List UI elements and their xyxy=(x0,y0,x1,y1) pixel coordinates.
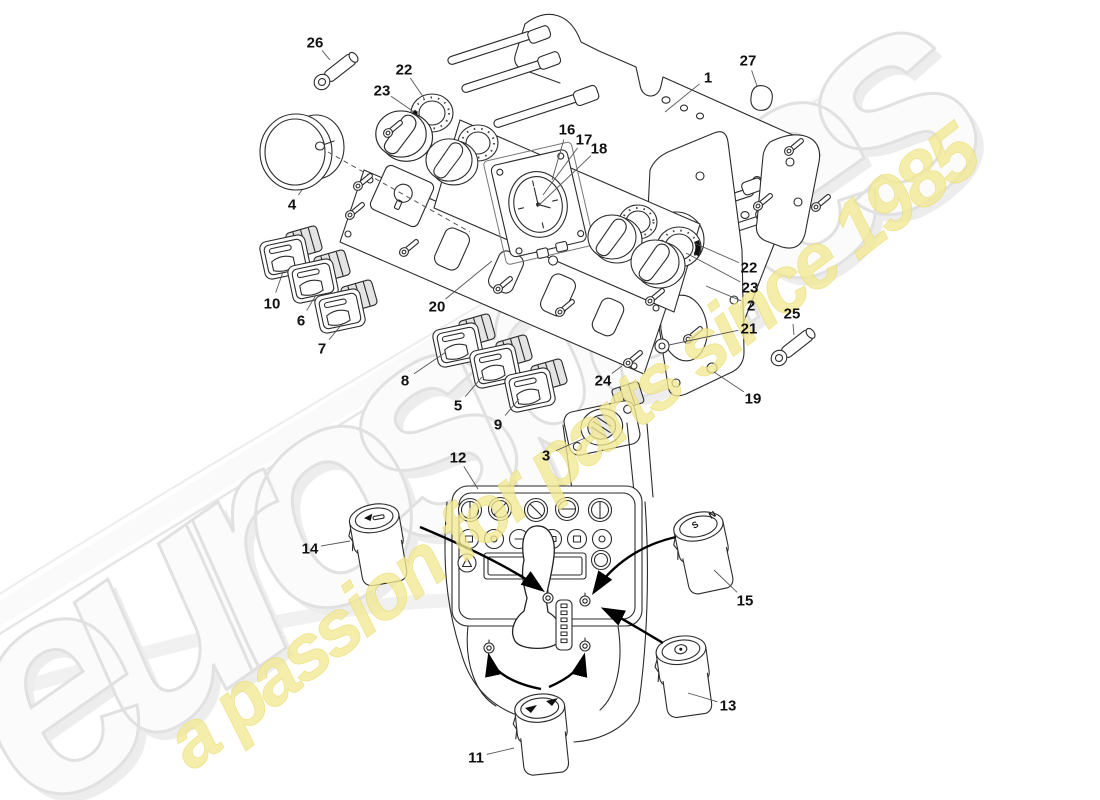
console-knob-row xyxy=(457,496,613,523)
part-callout-22: 22 xyxy=(741,260,758,277)
part-callout-22: 22 xyxy=(396,62,413,79)
leader-line-part-15 xyxy=(713,569,738,593)
leader-line-part-17 xyxy=(542,147,578,196)
part-16-17-18-clock xyxy=(483,141,595,266)
part-callout-9: 9 xyxy=(494,417,502,434)
leader-line-part-22 xyxy=(693,242,740,264)
part-callout-27: 27 xyxy=(740,53,757,70)
part-callout-17: 17 xyxy=(576,132,593,149)
part-callout-21: 21 xyxy=(741,321,758,338)
part-callout-11: 11 xyxy=(468,750,484,767)
leader-line-part-18 xyxy=(536,155,592,208)
leader-line-part-16 xyxy=(551,139,565,181)
part-27-cap xyxy=(750,85,773,111)
leader-line-part-23 xyxy=(390,95,415,113)
part-15-switch xyxy=(667,507,738,598)
mirror-adjust-icon xyxy=(363,513,385,521)
leader-line-part-26 xyxy=(321,50,331,61)
window-switch-icons xyxy=(525,698,558,713)
part-2-front-panel xyxy=(647,131,745,397)
part-callout-8: 8 xyxy=(401,373,409,390)
leader-line-part-27 xyxy=(751,70,758,87)
part-callout-10: 10 xyxy=(264,296,281,313)
part-callout-16: 16 xyxy=(559,122,576,139)
part-20-gasket xyxy=(339,164,669,375)
leader-line-part-20 xyxy=(445,260,493,300)
fitment-arrows xyxy=(419,525,677,691)
part-1-right-bracket xyxy=(755,134,821,249)
part-3-socket xyxy=(563,381,645,456)
leader-line-part-14 xyxy=(320,540,351,547)
leader-line-part-8 xyxy=(413,351,447,375)
traction-icon xyxy=(674,644,688,655)
leader-line-part-24 xyxy=(611,365,623,374)
leader-line-part-13 xyxy=(687,692,718,703)
part-callout-23: 23 xyxy=(374,83,391,100)
normal-mode-label: N xyxy=(707,509,718,521)
leader-line-part-25 xyxy=(792,323,795,336)
part-number-callouts: 2622231274161718106720859324122223221251… xyxy=(264,35,801,767)
leader-line-part-23 xyxy=(685,252,741,283)
leader-line-part-7 xyxy=(328,322,344,340)
leader-line-part-3 xyxy=(555,437,586,452)
part-callout-18: 18 xyxy=(591,141,608,158)
part-callout-20: 20 xyxy=(429,299,446,316)
part-callout-12: 12 xyxy=(450,450,467,467)
part-callout-26: 26 xyxy=(307,35,324,52)
part-callout-6: 6 xyxy=(297,313,305,330)
part-13-switch xyxy=(650,632,716,721)
part-callout-5: 5 xyxy=(454,398,462,415)
leader-line-part-10 xyxy=(275,271,284,293)
hazard-button xyxy=(457,553,477,573)
part-callout-1: 1 xyxy=(704,70,712,87)
part-callout-4: 4 xyxy=(288,197,297,214)
part-4-knob xyxy=(259,113,345,191)
part-callout-24: 24 xyxy=(595,373,612,390)
shift-gate xyxy=(555,599,573,651)
part-callout-19: 19 xyxy=(745,391,762,408)
leader-line-part-1 xyxy=(664,83,700,113)
leader-line-part-21 xyxy=(668,329,739,346)
leader-line-part-4 xyxy=(298,189,303,196)
part-callout-13: 13 xyxy=(720,698,737,715)
part-26-bolt xyxy=(310,48,362,94)
assembly-axis-line xyxy=(327,151,471,233)
part-callout-3: 3 xyxy=(542,448,550,465)
part-callout-15: 15 xyxy=(737,593,754,610)
leader-line-part-22 xyxy=(409,77,425,99)
leader-line-part-12 xyxy=(463,466,479,490)
part-callout-25: 25 xyxy=(784,306,801,323)
part-11-switch xyxy=(509,691,573,778)
part-callout-2: 2 xyxy=(747,298,755,315)
switch-mount-positions xyxy=(483,589,591,654)
part-callout-23: 23 xyxy=(742,280,759,297)
console-round-button xyxy=(590,549,612,571)
leader-line-part-6 xyxy=(306,294,317,311)
leader-line-part-19 xyxy=(713,371,745,393)
leader-line-part-2 xyxy=(705,285,742,302)
part-callout-7: 7 xyxy=(318,341,326,358)
sport-mode-label: S xyxy=(690,519,700,531)
leader-line-part-9 xyxy=(504,398,520,416)
leader-line-part-5 xyxy=(464,376,483,397)
part-callout-14: 14 xyxy=(302,541,319,558)
leader-line-part-11 xyxy=(486,747,515,755)
